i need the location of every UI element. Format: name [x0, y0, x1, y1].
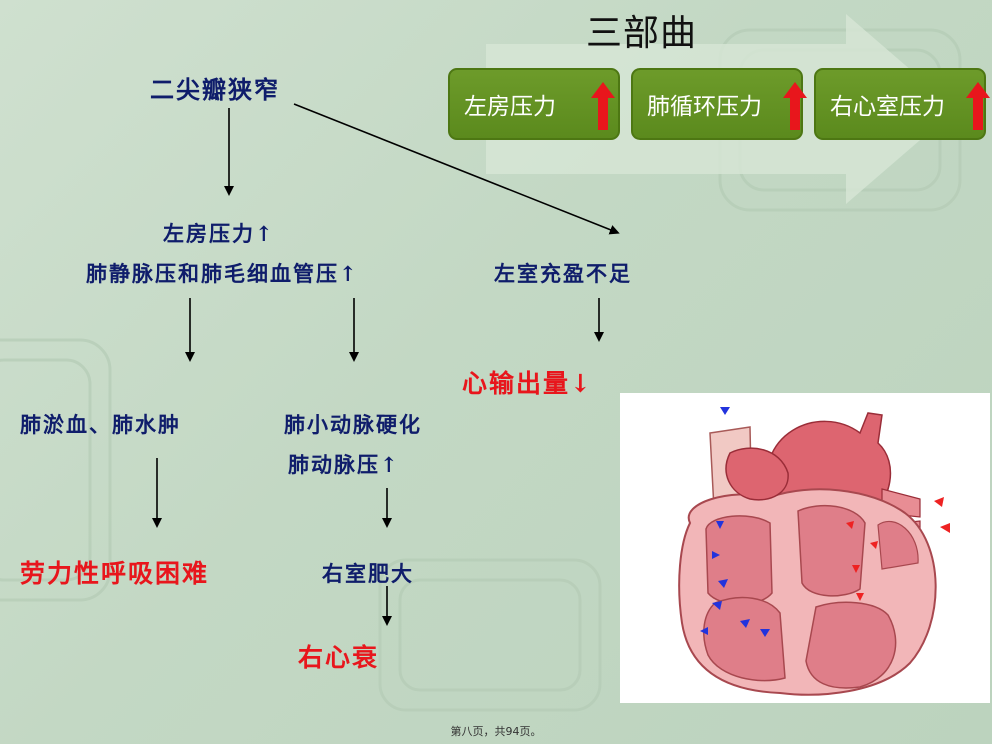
- node-mitral-stenosis: 二尖瓣狭窄: [150, 75, 280, 104]
- node-arteriole-sclerosis: 肺小动脉硬化: [284, 412, 422, 437]
- node-cardiac-output: 心输出量↓: [462, 369, 593, 398]
- node-pa-pressure: 肺动脉压↑: [288, 452, 400, 477]
- step-label-1: 左房压力: [464, 94, 556, 120]
- node-dyspnea: 劳力性呼吸困难: [20, 559, 210, 588]
- node-right-heart-failure: 右心衰: [298, 643, 380, 672]
- step-label-3: 右心室压力: [830, 94, 945, 120]
- node-pulm-congestion: 肺淤血、肺水肿: [20, 412, 181, 437]
- arrow-root-to-lv: [293, 103, 620, 235]
- node-rv-hypertrophy: 右室肥大: [322, 561, 414, 586]
- step-3-up-arrow-icon: [966, 82, 990, 130]
- step-box-1: 左房压力: [448, 68, 620, 140]
- page-title: 三部曲: [586, 13, 698, 54]
- node-la-pressure: 左房压力↑: [163, 221, 275, 246]
- node-lv-filling: 左室充盈不足: [494, 261, 632, 286]
- step-box-3: 右心室压力: [814, 68, 986, 140]
- page-footer: 第八页，共94页。: [450, 725, 542, 738]
- step-1-up-arrow-icon: [591, 82, 615, 130]
- heart-drawing: [678, 407, 950, 696]
- step-box-2: 肺循环压力: [631, 68, 803, 140]
- step-2-up-arrow-icon: [783, 82, 807, 130]
- step-label-2: 肺循环压力: [647, 94, 762, 120]
- heart-illustration: [620, 393, 990, 703]
- node-pv-pressure: 肺静脉压和肺毛细血管压↑: [86, 261, 359, 286]
